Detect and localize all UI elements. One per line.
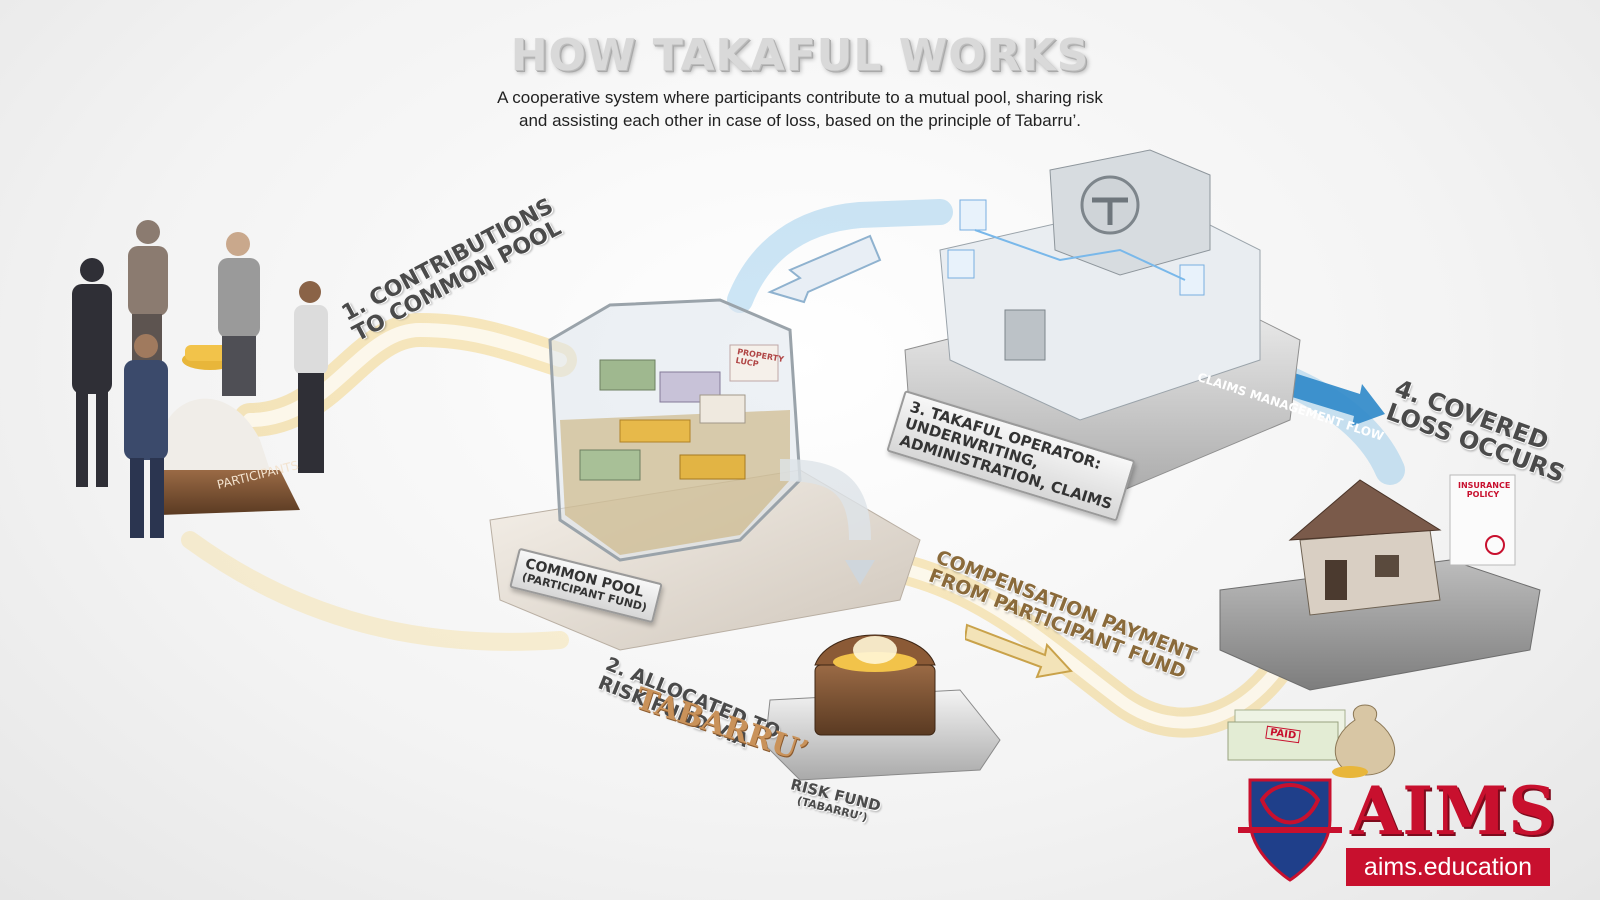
common-pool-container bbox=[489, 298, 921, 651]
aims-logo-word: AIMS bbox=[1350, 772, 1557, 850]
page-subtitle: A cooperative system where participants … bbox=[400, 86, 1200, 132]
covered-loss-house bbox=[1219, 474, 1541, 778]
participants-group bbox=[72, 220, 328, 538]
subtitle-line-1: A cooperative system where participants … bbox=[497, 88, 1103, 107]
takaful-operator-building bbox=[904, 149, 1301, 501]
risk-fund-chest bbox=[764, 634, 1001, 781]
aims-logo-shield bbox=[1238, 778, 1342, 882]
aims-logo-url[interactable]: aims.education bbox=[1346, 848, 1550, 886]
subtitle-line-2: and assisting each other in case of loss… bbox=[519, 111, 1081, 130]
compensation-arrow-icon bbox=[965, 623, 1073, 679]
insurance-policy-label: INSURANCE POLICY bbox=[1458, 481, 1511, 499]
operator-flow-pipe bbox=[727, 199, 953, 313]
page-title: HOW TAKAFUL WORKS bbox=[510, 30, 1090, 81]
